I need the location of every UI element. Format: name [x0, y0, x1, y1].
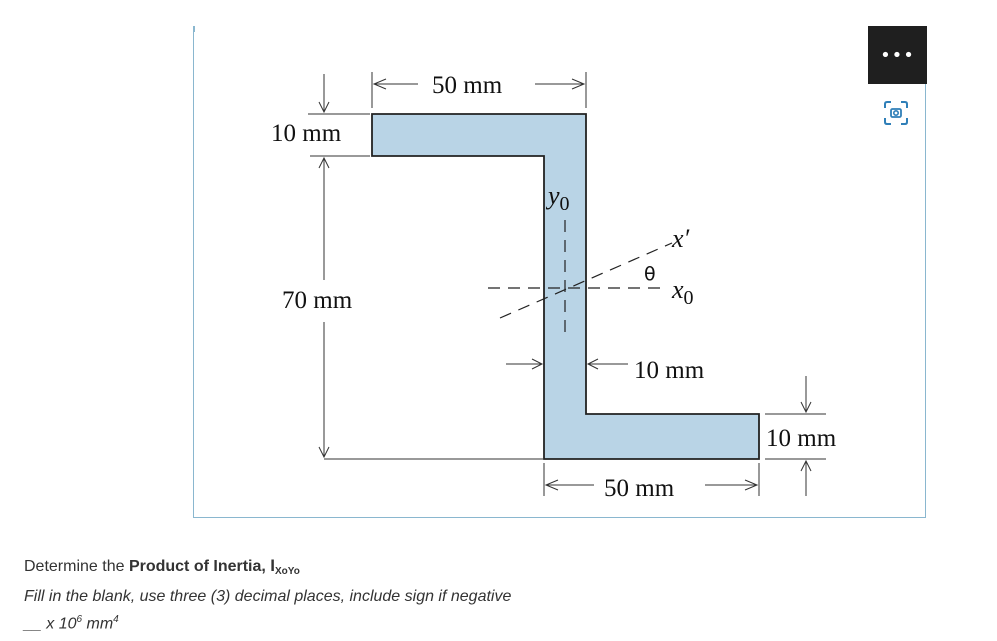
- theta-label: θ: [644, 263, 656, 285]
- dim-web-height: 70 mm: [282, 287, 353, 314]
- dim-web-thickness: 10 mm: [634, 357, 705, 384]
- axis-x0-label: x0: [671, 275, 694, 309]
- axis-xprime-label: x′: [671, 224, 690, 253]
- more-options-button[interactable]: •••: [868, 26, 927, 84]
- question-text: Determine the Product of Inertia, IXoYo: [24, 556, 300, 577]
- dim-bottom-thickness: 10 mm: [766, 425, 837, 452]
- instructions-text: Fill in the blank, use three (3) decimal…: [24, 588, 512, 605]
- axis-y0-label: y0: [545, 181, 570, 215]
- axis-xprime-line: [499, 242, 673, 319]
- scan-image-button[interactable]: [880, 97, 912, 129]
- dim-top-width: 50 mm: [432, 72, 503, 99]
- dim-bottom-width: 50 mm: [604, 475, 675, 502]
- ellipsis-icon: •••: [880, 44, 915, 66]
- scan-icon: [884, 101, 908, 125]
- answer-blank[interactable]: __ x 106 mm4: [24, 614, 119, 633]
- dim-top-thickness: 10 mm: [271, 120, 342, 147]
